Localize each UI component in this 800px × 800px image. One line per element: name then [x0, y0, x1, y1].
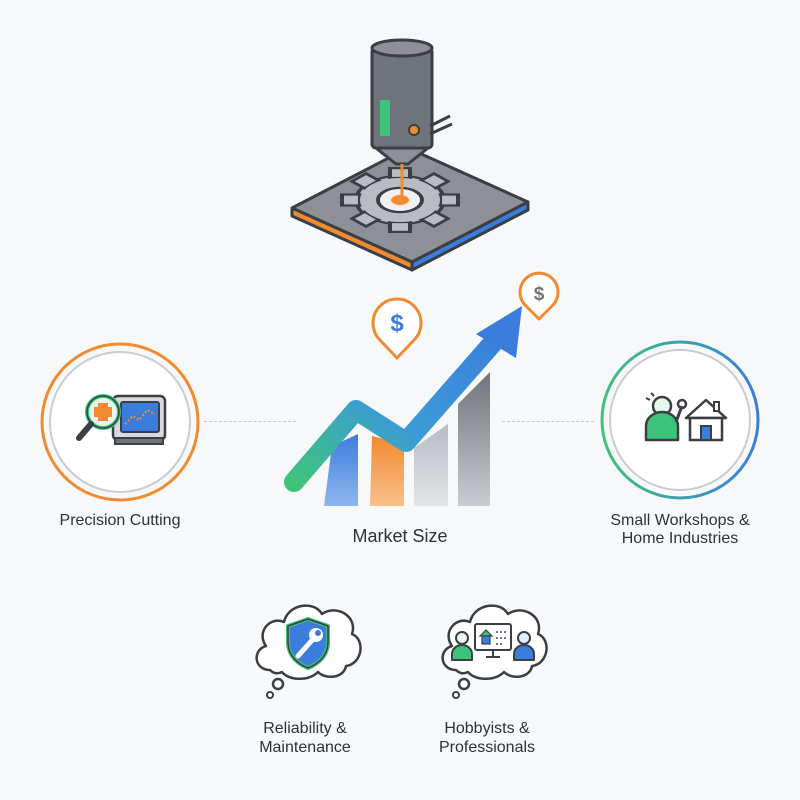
workshops-circle	[600, 340, 760, 500]
connector-right	[502, 421, 594, 422]
reliability-label-line2: Maintenance	[259, 739, 351, 756]
laser-cutter-icon	[290, 38, 530, 272]
worker-home-icon	[644, 392, 728, 442]
hobbyists-label-line1: Hobbyists &	[444, 720, 530, 737]
shield-wrench-icon	[286, 617, 330, 670]
workshops-label-line2: Home Industries	[621, 530, 739, 547]
workshops-label-line1: Small Workshops &	[610, 512, 750, 529]
inspection-machine-icon	[76, 394, 167, 445]
reliability-label-line1: Reliability &	[263, 720, 347, 737]
dollar-sign-2: $	[534, 284, 545, 305]
hobbyists-label-line2: Professionals	[438, 739, 536, 756]
market-size-label: Market Size	[352, 526, 448, 546]
dollar-sign-1: $	[390, 310, 404, 337]
precision-cutting-label: Precision Cutting	[59, 512, 181, 529]
connector-left	[204, 421, 296, 422]
people-screen-icon	[451, 623, 535, 661]
growth-chart-icon: $ $	[284, 271, 560, 506]
